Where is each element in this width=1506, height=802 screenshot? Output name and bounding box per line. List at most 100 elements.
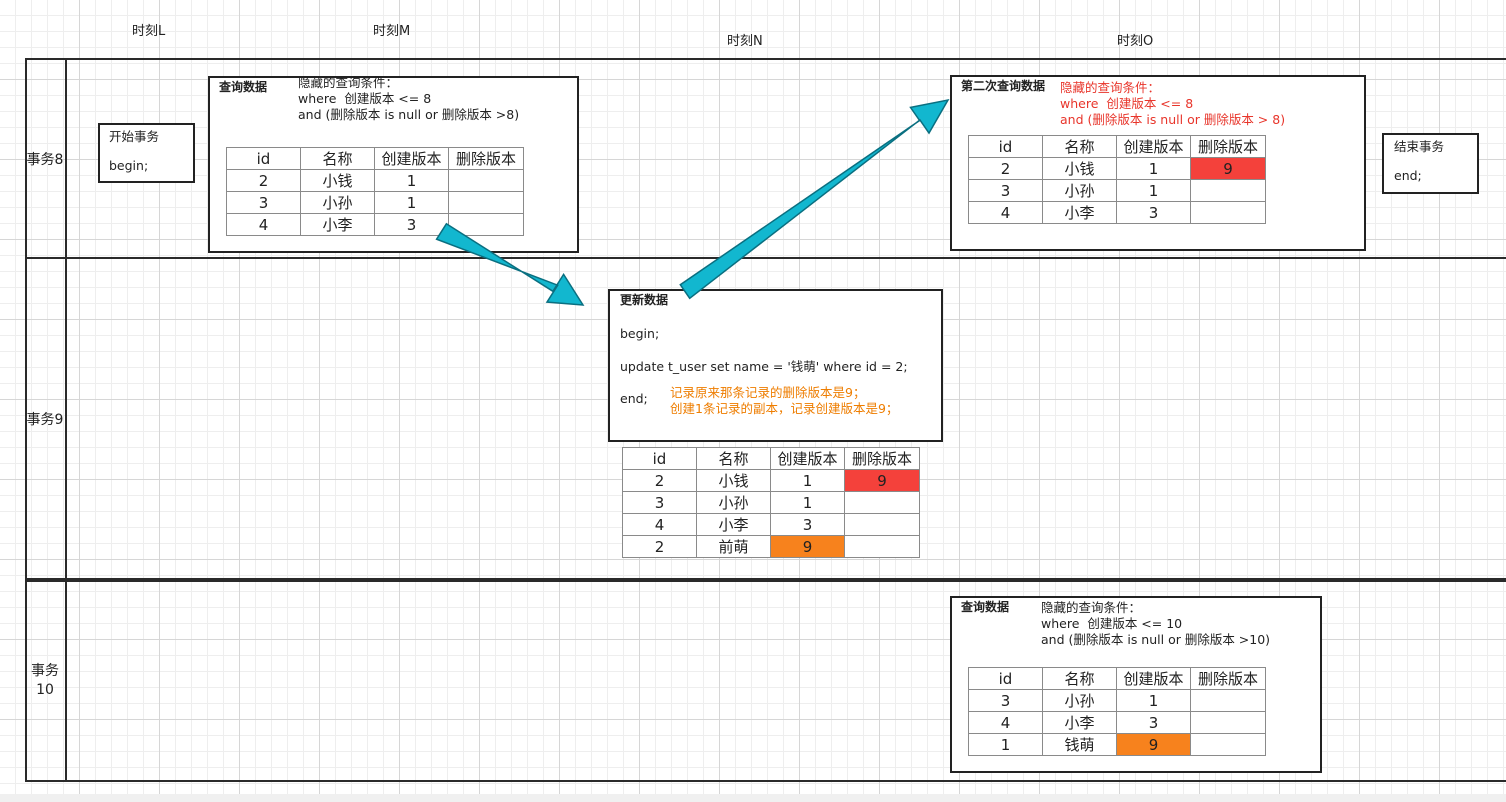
query-box-1-cond-line2: and (删除版本 is null or 删除版本 >8) — [298, 107, 520, 122]
table-cell-highlight-orange: 9 — [770, 535, 845, 558]
query-box-1-cond-line1: where 创建版本 <= 8 — [298, 91, 432, 106]
table-cell: 1 — [1116, 157, 1191, 180]
time-label-o: 时刻O — [1117, 34, 1154, 49]
table-cell: 小孙 — [1042, 179, 1117, 202]
table-cell: 4 — [968, 201, 1043, 224]
time-label-n: 时刻N — [727, 34, 763, 49]
query-table-1: id 名称 创建版本 删除版本 2 小钱 1 3 小孙 1 4 小李 3 — [226, 147, 524, 236]
table-cell — [1190, 733, 1266, 756]
table-cell: 钱萌 — [1042, 733, 1117, 756]
query-box-1-cond-title: 隐藏的查询条件： — [298, 75, 399, 90]
header-cell: 删除版本 — [1190, 667, 1266, 690]
begin-box-code: begin; — [109, 158, 149, 173]
table-row: 2 前萌 9 — [622, 535, 920, 558]
table-cell — [448, 213, 524, 236]
table-cell: 小孙 — [300, 191, 375, 214]
header-cell: 删除版本 — [448, 147, 524, 170]
time-label-l: 时刻L — [132, 24, 166, 39]
table-cell: 小李 — [1042, 711, 1117, 734]
table-header-row: id 名称 创建版本 删除版本 — [622, 447, 920, 470]
table-cell: 前萌 — [696, 535, 771, 558]
header-cell: id — [226, 147, 301, 170]
time-label-m: 时刻M — [373, 24, 411, 39]
bottom-scrollbar-track — [0, 794, 1506, 802]
header-cell: 删除版本 — [1190, 135, 1266, 158]
table-cell: 3 — [1116, 711, 1191, 734]
table-cell: 3 — [226, 191, 301, 214]
end-box-title: 结束事务 — [1394, 139, 1445, 154]
update-table: id 名称 创建版本 删除版本 2 小钱 1 9 3 小孙 1 4 小李 3 2… — [622, 447, 920, 558]
table-cell — [1190, 201, 1266, 224]
query-box-3-title: 查询数据 — [961, 600, 1010, 614]
table-cell: 小李 — [696, 513, 771, 536]
table-cell: 4 — [622, 513, 697, 536]
header-cell: 创建版本 — [770, 447, 845, 470]
table-cell: 小李 — [300, 213, 375, 236]
table-cell: 4 — [968, 711, 1043, 734]
arrow-update-to-second-query — [679, 98, 950, 300]
update-box-title: 更新数据 — [620, 293, 669, 307]
header-cell: 名称 — [1042, 135, 1117, 158]
table-cell: 1 — [968, 733, 1043, 756]
table-cell-highlight-red: 9 — [844, 469, 920, 492]
table-row: 4 小李 3 — [968, 201, 1266, 224]
table-row: 4 小李 3 — [968, 711, 1266, 734]
table-row: 3 小孙 1 — [968, 179, 1266, 202]
table-cell-highlight-red: 9 — [1190, 157, 1266, 180]
begin-box-title: 开始事务 — [109, 129, 160, 144]
table-row: 1 钱萌 9 — [968, 733, 1266, 756]
table-cell — [844, 491, 920, 514]
query-table-2: id 名称 创建版本 删除版本 2 小钱 1 9 3 小孙 1 4 小李 3 — [968, 135, 1266, 224]
table-cell: 1 — [374, 191, 449, 214]
lane-label-transaction-9: 事务9 — [25, 259, 67, 578]
header-cell: 名称 — [696, 447, 771, 470]
arrow-query-to-update — [435, 222, 585, 306]
table-cell: 小孙 — [696, 491, 771, 514]
table-cell: 3 — [1116, 201, 1191, 224]
table-row: 4 小李 3 — [226, 213, 524, 236]
table-cell: 小孙 — [1042, 689, 1117, 712]
header-cell: id — [622, 447, 697, 470]
table-header-row: id 名称 创建版本 删除版本 — [968, 135, 1266, 158]
update-box: 更新数据 begin; update t_user set name = '钱萌… — [608, 289, 943, 442]
table-row: 2 小钱 1 9 — [968, 157, 1266, 180]
table-cell: 3 — [374, 213, 449, 236]
query-box-2-cond-line2: and (删除版本 is null or 删除版本 > 8) — [1060, 112, 1286, 127]
update-box-line3: end; — [620, 391, 648, 406]
lane-label-transaction-8: 事务8 — [25, 60, 67, 257]
table-row: 3 小孙 1 — [968, 689, 1266, 712]
query-box-2-cond-line1: where 创建版本 <= 8 — [1060, 96, 1194, 111]
table-cell: 1 — [770, 491, 845, 514]
table-cell: 1 — [1116, 179, 1191, 202]
table-cell: 1 — [770, 469, 845, 492]
lane-label-transaction-10: 事务10 — [25, 582, 67, 780]
query-box-2-title: 第二次查询数据 — [961, 79, 1046, 93]
table-cell: 2 — [622, 535, 697, 558]
table-row: 2 小钱 1 — [226, 169, 524, 192]
table-cell-highlight-orange: 9 — [1116, 733, 1191, 756]
end-box-code: end; — [1394, 168, 1422, 183]
table-row: 3 小孙 1 — [226, 191, 524, 214]
header-cell: id — [968, 667, 1043, 690]
query-box-2-cond-title: 隐藏的查询条件： — [1060, 80, 1161, 95]
query-box-3-cond-line1: where 创建版本 <= 10 — [1041, 616, 1183, 631]
update-box-line2: update t_user set name = '钱萌' where id =… — [620, 359, 908, 374]
query-table-3: id 名称 创建版本 删除版本 3 小孙 1 4 小李 3 1 钱萌 9 — [968, 667, 1266, 756]
update-box-line1: begin; — [620, 326, 660, 341]
table-cell — [844, 535, 920, 558]
header-cell: 创建版本 — [1116, 667, 1191, 690]
query-box-3-cond-title: 隐藏的查询条件： — [1041, 600, 1142, 615]
update-box-note2: 创建1条记录的副本，记录创建版本是9； — [670, 401, 899, 416]
table-header-row: id 名称 创建版本 删除版本 — [968, 667, 1266, 690]
table-cell: 3 — [622, 491, 697, 514]
query-box-3-cond-line2: and (删除版本 is null or 删除版本 >10) — [1041, 632, 1271, 647]
header-cell: 创建版本 — [374, 147, 449, 170]
table-cell: 4 — [226, 213, 301, 236]
table-cell: 小李 — [1042, 201, 1117, 224]
table-row: 3 小孙 1 — [622, 491, 920, 514]
lane-transaction-10 — [25, 580, 1506, 782]
query-box-1-title: 查询数据 — [219, 80, 268, 94]
lane-transaction-9 — [25, 257, 1506, 580]
table-cell — [1190, 711, 1266, 734]
